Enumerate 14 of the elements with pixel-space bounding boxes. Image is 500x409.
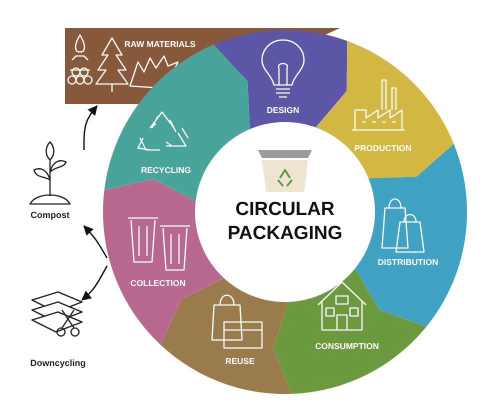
center-title: CIRCULAR PACKAGING xyxy=(226,198,344,246)
segment-label: RECYCLING xyxy=(140,165,192,175)
segment-label: REUSE xyxy=(225,356,255,366)
segment-label: RAW MATERIALS xyxy=(124,39,196,49)
segment-label: DESIGN xyxy=(266,105,300,115)
arrow xyxy=(83,105,98,150)
icon-caption: Compost xyxy=(30,210,70,220)
segment-label: PRODUCTION xyxy=(354,143,412,153)
segment-label: CONSUMPTION xyxy=(315,341,379,351)
segment-label: DISTRIBUTION xyxy=(378,257,438,267)
arrow xyxy=(83,225,108,258)
arrow xyxy=(81,266,108,301)
segment-label: COLLECTION xyxy=(130,278,186,288)
icon-caption: Downcycling xyxy=(30,358,86,368)
